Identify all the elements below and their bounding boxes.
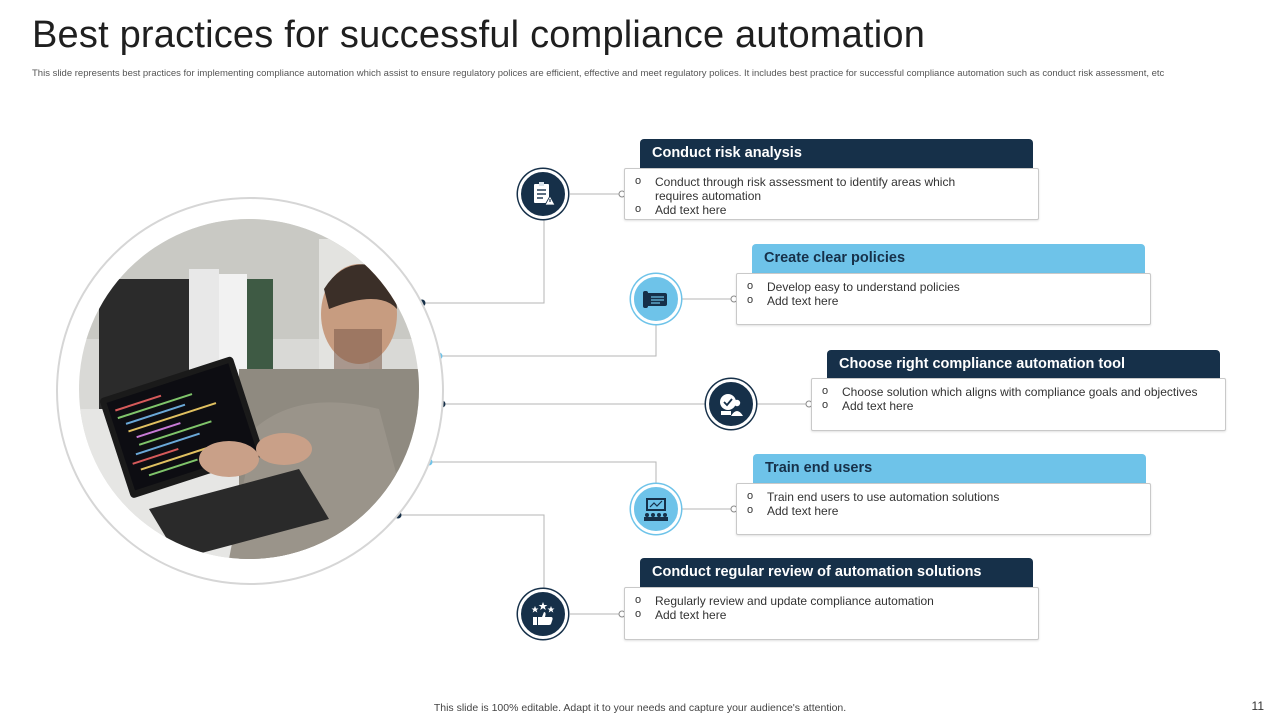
slide-title: Best practices for successful compliance… [32, 14, 926, 56]
page-number: 11 [1251, 699, 1264, 713]
item-4-bullet-2: Add text here [747, 503, 1140, 518]
item-5-bullet-1: Regularly review and update compliance a… [635, 593, 1028, 608]
item-4-bullet-1: Train end users to use automation soluti… [747, 489, 1140, 504]
item-4-card: Train end users to use automation soluti… [736, 483, 1151, 535]
item-3-bullet-1: Choose solution which aligns with compli… [822, 384, 1215, 399]
item-3-card: Choose solution which aligns with compli… [811, 378, 1226, 431]
item-1-bullet-2: Add text here [635, 202, 1028, 217]
item-1-heading: Conduct risk analysis [640, 139, 1033, 169]
item-3-bullet-2: Add text here [822, 398, 1215, 413]
training-presentation-icon [631, 484, 681, 534]
item-2-heading: Create clear policies [752, 244, 1145, 274]
clipboard-checklist-icon [518, 169, 568, 219]
person-checkmark-icon [706, 379, 756, 429]
item-5-heading: Conduct regular review of automation sol… [640, 558, 1033, 588]
man-working-on-laptop-photo [79, 219, 419, 559]
slide-subtitle: This slide represents best practices for… [32, 68, 1165, 79]
item-1-card: Conduct through risk assessment to ident… [624, 168, 1039, 220]
slide-footer-note: This slide is 100% editable. Adapt it to… [433, 702, 847, 714]
item-4-heading: Train end users [753, 454, 1146, 484]
thumbs-up-stars-icon [518, 589, 568, 639]
item-1-bullet-1: Conduct through risk assessment to ident… [635, 174, 1028, 203]
item-5-bullet-2: Add text here [635, 607, 1028, 622]
item-5-card: Regularly review and update compliance a… [624, 587, 1039, 640]
policy-document-icon [631, 274, 681, 324]
item-2-bullet-1: Develop easy to understand policies [747, 279, 1140, 294]
item-3-heading: Choose right compliance automation tool [827, 350, 1220, 380]
item-2-bullet-2: Add text here [747, 293, 1140, 308]
item-2-card: Develop easy to understand policies Add … [736, 273, 1151, 325]
